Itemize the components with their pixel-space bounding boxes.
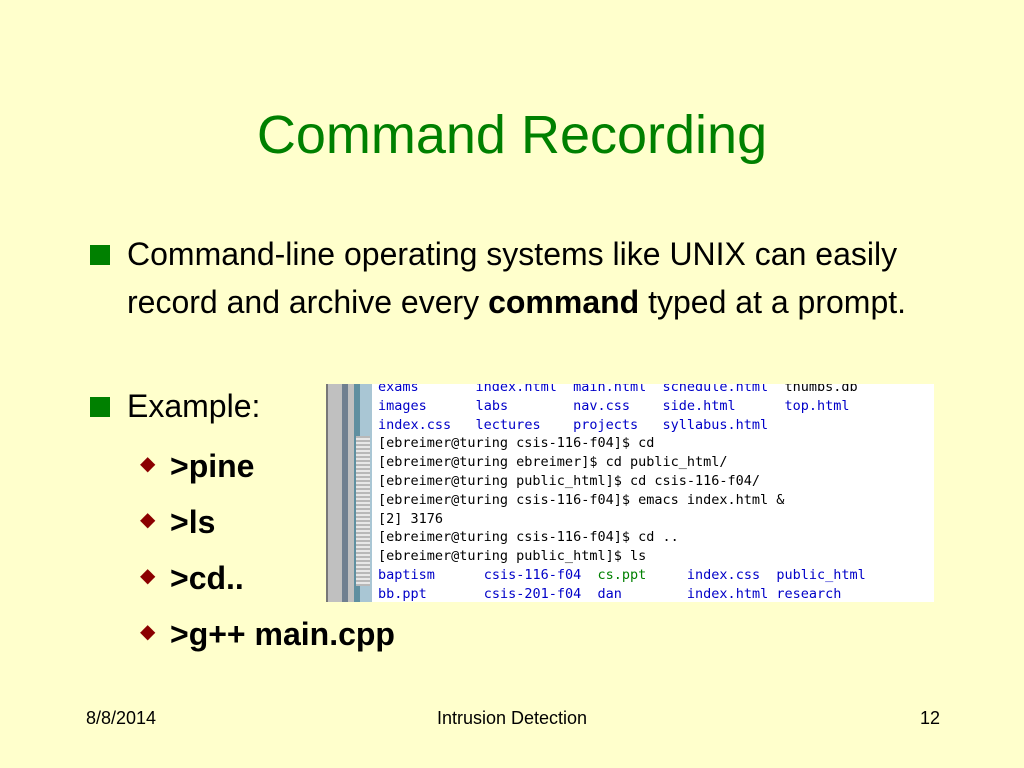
bullet-text: Example: xyxy=(127,388,261,424)
terminal-output: exams index.html main.html schedule.html… xyxy=(378,384,866,602)
bullet-text-part1: Command-line operating systems like UNIX… xyxy=(127,236,898,320)
terminal-line: images labs nav.css side.html top.html xyxy=(378,397,850,414)
sub-bullet-ls: ◆ >ls xyxy=(140,498,215,546)
terminal-line: [ebreimer@turing csis-116-f04]$ cd xyxy=(378,435,655,452)
terminal-line: [ebreimer@turing csis-116-f04]$ cd .. xyxy=(378,529,679,546)
diamond-bullet-icon: ◆ xyxy=(140,509,156,531)
slide-title: Command Recording xyxy=(256,105,768,165)
bullet-text-bold: command xyxy=(488,284,640,320)
diamond-bullet-icon: ◆ xyxy=(140,621,156,643)
footer-date: 8/8/2014 xyxy=(86,708,157,728)
bullet-text-part2: typed at a prompt. xyxy=(639,284,907,320)
terminal-line: [ebreimer@turing csis-116-f04]$ emacs in… xyxy=(378,491,785,508)
sub-bullet-text: >ls xyxy=(170,504,216,540)
sub-bullet-text: >pine xyxy=(170,448,255,484)
diamond-bullet-icon: ◆ xyxy=(140,565,156,587)
sub-bullet-cd: ◆ >cd.. xyxy=(140,554,244,602)
terminal-line: [ebreimer@turing ebreimer]$ cd public_ht… xyxy=(378,454,728,471)
terminal-line: [ebreimer@turing public_html]$ cd csis-1… xyxy=(378,472,761,489)
terminal-line: [ebreimer@turing public_html]$ ls xyxy=(378,548,647,565)
diamond-bullet-icon: ◆ xyxy=(140,453,156,475)
square-bullet-icon xyxy=(90,397,110,417)
sub-bullet-pine: ◆ >pine xyxy=(140,442,254,490)
terminal-screenshot: exams index.html main.html schedule.html… xyxy=(326,384,934,602)
terminal-line: exams index.html main.html schedule.html… xyxy=(378,384,858,395)
square-bullet-icon xyxy=(90,245,110,265)
terminal-scrollbar xyxy=(328,384,372,602)
sub-bullet-text: >g++ main.cpp xyxy=(170,616,395,652)
bullet-example: Example: xyxy=(90,382,260,430)
sub-bullet-gpp: ◆ >g++ main.cpp xyxy=(140,610,395,658)
terminal-line: bb.ppt csis-201-f04 dan index.html resea… xyxy=(378,585,842,602)
bullet-text: Command-line operating systems like UNIX… xyxy=(127,230,920,326)
terminal-line: [2] 3176 xyxy=(378,510,444,527)
terminal-line: index.css lectures projects syllabus.htm… xyxy=(378,416,769,433)
slide-number: 12 xyxy=(919,708,940,728)
terminal-line: baptism csis-116-f04 cs.ppt index.css pu… xyxy=(378,566,866,583)
scrollbar-track xyxy=(356,436,370,586)
bullet-command-line: Command-line operating systems like UNIX… xyxy=(90,230,920,326)
footer-title: Intrusion Detection xyxy=(436,708,588,728)
sub-bullet-text: >cd.. xyxy=(170,560,244,596)
